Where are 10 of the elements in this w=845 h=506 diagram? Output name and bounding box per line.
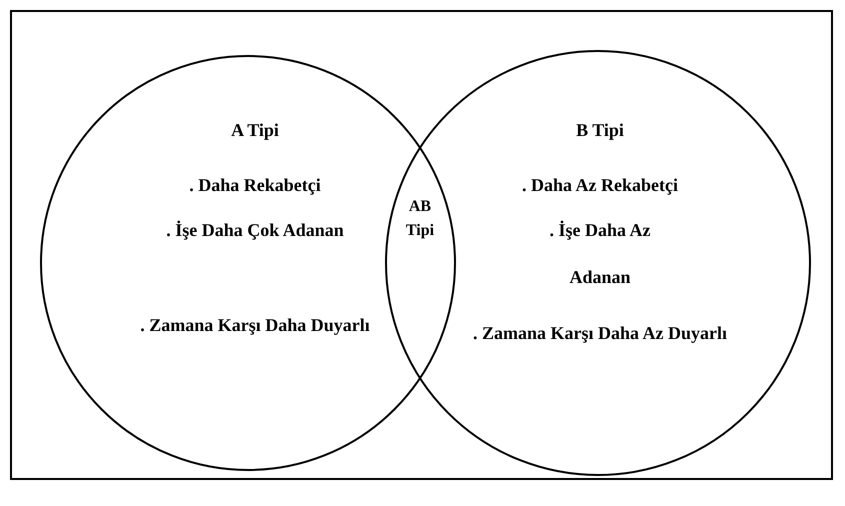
region-heading: B Tipi [575,119,625,142]
region-label: . İşe Daha Az [548,219,652,242]
region-heading: A Tipi [230,119,280,142]
region-label: . İşe Daha Çok Adanan [165,219,345,242]
region-label: . Daha Az Rekabetçi [521,174,679,197]
region-label: . Zamana Karşı Daha Az Duyarlı [472,322,728,345]
region-label: . Daha Rekabetçi [188,174,322,197]
region-heading: AB Tipi [404,197,436,241]
region-label: Adanan [568,266,632,289]
region-label: . Zamana Karşı Daha Duyarlı [139,314,371,337]
